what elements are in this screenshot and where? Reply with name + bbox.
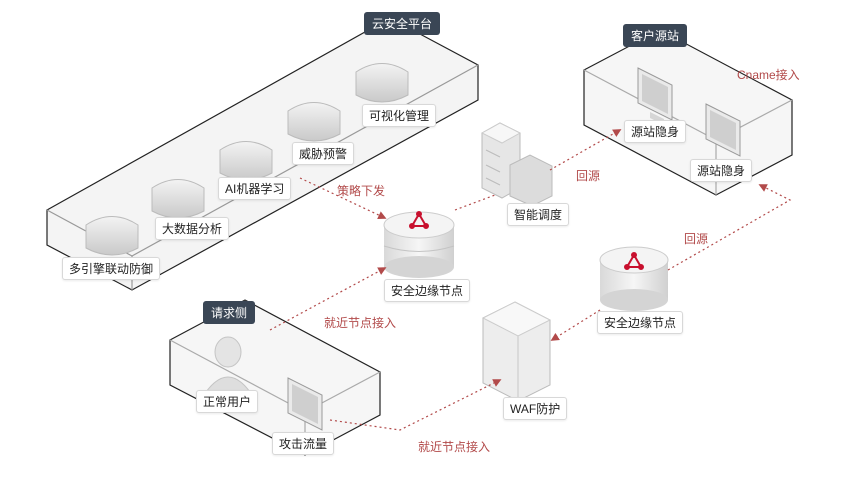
- group-tag-client-origin: 客户源站: [623, 24, 688, 47]
- flow-line-user: [269, 267, 387, 331]
- node-label-normal-user: 正常用户: [196, 390, 259, 413]
- flow-label-nearest-2: 就近节点接入: [418, 440, 491, 454]
- node-label-origin-2: 源站隐身: [690, 159, 753, 182]
- flow-label-cname: Cname接入: [737, 68, 800, 82]
- firewall-icon: [481, 301, 552, 402]
- flow-line-dispatch: [454, 194, 496, 211]
- shield-icon: [287, 102, 341, 142]
- module-label-ai: AI机器学习: [218, 177, 292, 200]
- group-tag-request-side: 请求侧: [203, 301, 256, 324]
- node-label-attack-traffic: 攻击流量: [272, 432, 335, 455]
- flow-line-attack: [329, 379, 502, 431]
- group-tag-cloud-platform: 云安全平台: [364, 12, 441, 35]
- flow-line-policy: [299, 177, 387, 219]
- database-node-icon: [599, 246, 669, 311]
- flow-label-policy: 策略下发: [337, 184, 386, 198]
- shield-icon: [151, 179, 205, 219]
- flow-line-origin-2: [667, 184, 792, 271]
- module-label-defense: 多引擎联动防御: [62, 257, 161, 280]
- node-label-edge-main: 安全边缘节点: [384, 279, 471, 302]
- shield-icon: [219, 141, 273, 181]
- node-label-origin-1: 源站隐身: [624, 120, 687, 143]
- flow-label-nearest-1: 就近节点接入: [324, 316, 397, 330]
- shield-icon: [355, 63, 409, 103]
- flow-line-waf: [550, 309, 601, 341]
- monitor-icon: [637, 67, 673, 125]
- client-origin-box: [583, 29, 793, 196]
- module-label-visual: 可视化管理: [362, 104, 437, 127]
- module-label-warning: 威胁预警: [292, 142, 355, 165]
- server-icon: [480, 122, 553, 207]
- database-node-icon: [383, 211, 455, 278]
- flow-line-origin-1: [549, 129, 622, 171]
- flow-label-origin-1: 回源: [576, 169, 601, 183]
- flow-label-origin-2: 回源: [684, 232, 709, 246]
- shield-icon: [85, 216, 139, 256]
- node-label-smart-dispatch: 智能调度: [507, 203, 570, 226]
- monitor-icon: [705, 103, 741, 157]
- node-label-edge-second: 安全边缘节点: [597, 311, 684, 334]
- module-label-bigdata: 大数据分析: [155, 217, 230, 240]
- node-label-waf: WAF防护: [503, 397, 568, 420]
- monitor-icon: [287, 377, 323, 431]
